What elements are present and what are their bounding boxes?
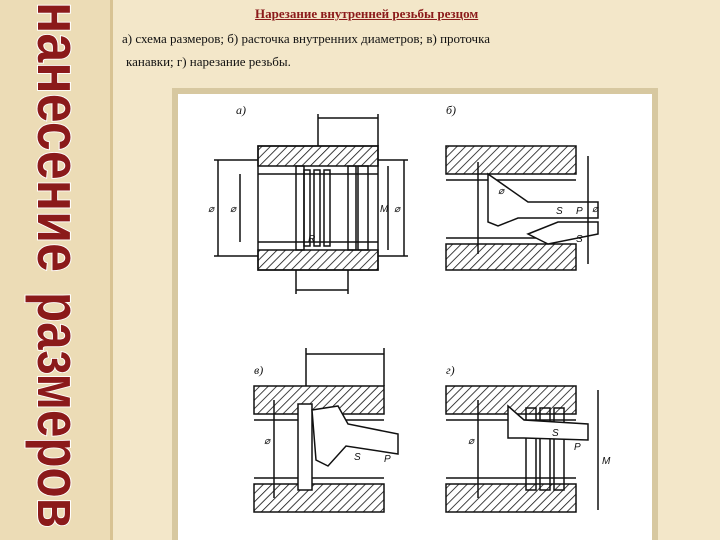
panel-b: б) ⌀ ⌀ S P S — [445, 103, 599, 271]
caption-line-1: а) схема размеров; б) расточка внутренни… — [122, 31, 490, 46]
caption-line-2: канавки; г) нарезание резьбы. — [126, 54, 291, 69]
panel-b-feed-s1: S — [556, 206, 563, 217]
panel-d: г) ⌀ S P М — [445, 363, 611, 513]
figure-canvas: а) — [178, 94, 652, 540]
panel-b-force-p: P — [576, 206, 583, 217]
sidebar-banner: нанесение размеров — [0, 0, 110, 540]
panel-d-feed-s: S — [552, 428, 559, 439]
panel-b-label: б) — [446, 103, 456, 117]
panel-c-label: в) — [254, 363, 263, 377]
panel-a: а) — [208, 103, 408, 294]
vertical-title-part1: нанесение — [25, 2, 92, 272]
slide-caption: а) схема размеров; б) расточка внутренни… — [122, 27, 707, 73]
slide-title: Нарезание внутренней резьбы резцом — [255, 6, 479, 21]
panel-a-label: а) — [236, 103, 246, 117]
panel-b-diam-1: ⌀ — [498, 186, 505, 197]
panel-a-diam-3: ⌀ — [394, 204, 401, 215]
panel-c-feed-s: S — [354, 452, 361, 463]
panel-a-diam-2: ⌀ — [230, 204, 237, 215]
panel-a-thread-m: М — [380, 204, 389, 215]
panel-d-force-p: P — [574, 442, 581, 453]
panel-b-feed-s2: S — [576, 234, 583, 245]
panel-b-diam-2: ⌀ — [592, 204, 599, 215]
panel-c-force-p: P — [384, 454, 391, 465]
panel-d-thread-m: М — [602, 456, 611, 467]
sidebar-divider — [110, 0, 113, 540]
figure-frame: а) — [172, 88, 658, 540]
panel-a-diam-1: ⌀ — [208, 204, 215, 215]
panel-c: в) ⌀ S P — [253, 348, 399, 513]
panel-a-radius: R — [308, 234, 315, 245]
vertical-title-part2: размеров — [25, 292, 92, 528]
panel-c-diam: ⌀ — [264, 436, 271, 447]
panel-d-diam: ⌀ — [468, 436, 475, 447]
panel-d-label: г) — [446, 363, 455, 377]
